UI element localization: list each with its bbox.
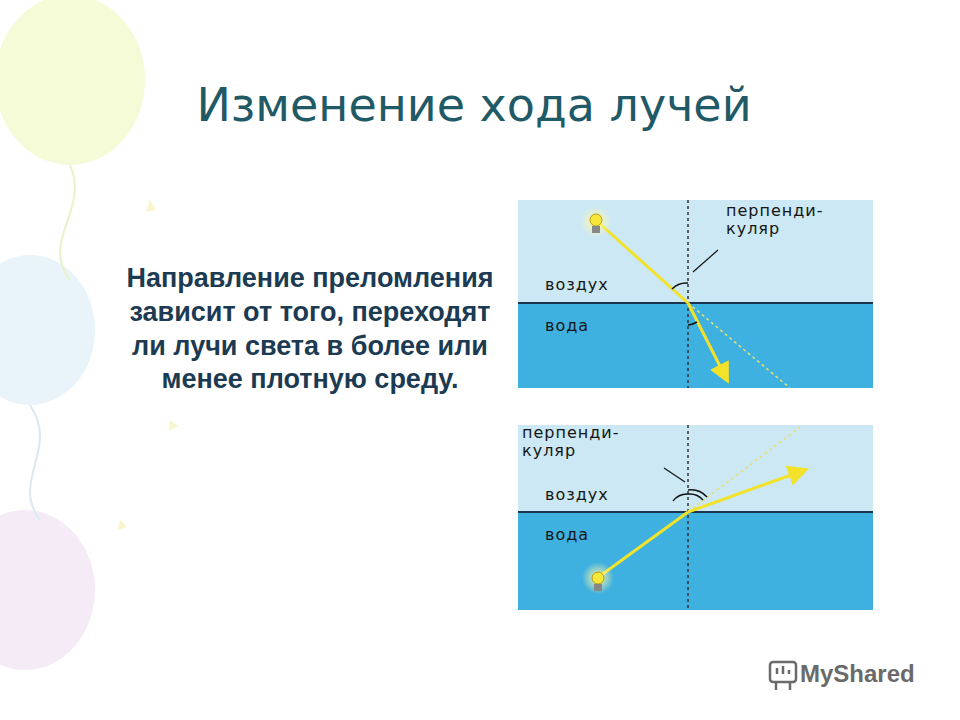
body-text: Направление преломления зависит от того,… bbox=[112, 262, 508, 397]
watermark: MyShared bbox=[800, 660, 915, 688]
watermark-icon bbox=[770, 662, 796, 690]
perpendicular-label: перпенди- куляр bbox=[726, 202, 846, 239]
medium-label: вода bbox=[545, 317, 589, 335]
slide-title: Изменение хода лучей bbox=[0, 78, 954, 132]
medium-label: воздух bbox=[545, 486, 609, 504]
refraction-air-to-water bbox=[518, 200, 873, 388]
refraction-water-to-air bbox=[518, 425, 873, 610]
medium-label: воздух bbox=[545, 276, 609, 294]
medium-label: вода bbox=[545, 526, 589, 544]
perpendicular-label: перпенди- куляр bbox=[522, 424, 642, 461]
